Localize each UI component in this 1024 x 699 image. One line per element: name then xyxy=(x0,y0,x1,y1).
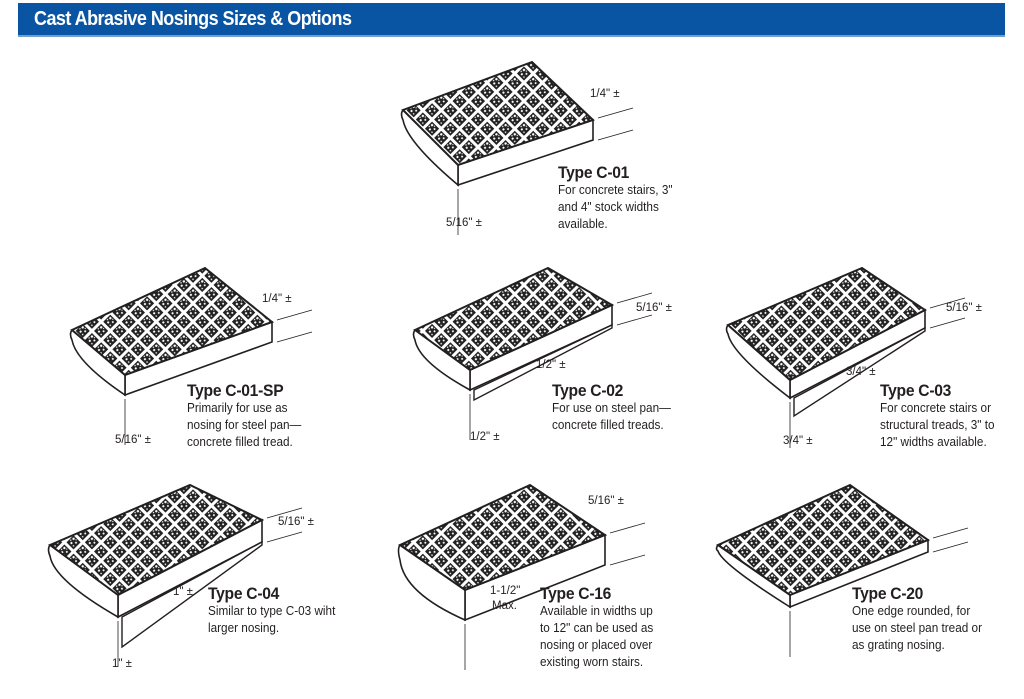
dim-label: 1/4" ± xyxy=(262,293,292,305)
product-c01-sp: Type C-01-SP Primarily for use as nosing… xyxy=(187,381,309,451)
dimension-line xyxy=(929,317,966,329)
nosing-abrasive-top xyxy=(715,483,931,597)
dim-label: 5/16" ± xyxy=(115,434,151,446)
dim-label: 5/16" ± xyxy=(446,217,482,229)
product-title: Type C-01-SP xyxy=(187,381,284,400)
product-c16: Type C-16 Available in widths up to 12" … xyxy=(540,584,661,671)
product-desc-line: nosing or placed over xyxy=(540,638,653,652)
nosing-end-face xyxy=(725,323,791,400)
dimension-line xyxy=(932,541,969,553)
product-desc-line: use on steel pan tread or xyxy=(852,621,982,635)
product-desc-line: nosing for steel pan— xyxy=(187,418,302,432)
dim-label: Max. xyxy=(492,600,517,612)
dimension-line xyxy=(597,129,634,141)
product-desc-line: concrete filled tread. xyxy=(187,435,293,449)
dim-label: 5/16" ± xyxy=(278,516,314,528)
product-c02: Type C-02 For use on steel pan— concrete… xyxy=(552,381,678,434)
product-c20: Type C-20 One edge rounded, for use on s… xyxy=(852,584,990,654)
product-title: Type C-16 xyxy=(540,584,612,603)
product-title: Type C-01 xyxy=(558,163,630,182)
product-desc-line: as grating nosing. xyxy=(852,638,945,652)
product-title: Type C-04 xyxy=(208,584,280,603)
product-title: Type C-02 xyxy=(552,381,624,400)
product-desc-line: For concrete stairs, 3" xyxy=(558,183,673,197)
dimension-line xyxy=(616,292,653,304)
product-desc-line: Similar to type C-03 wiht xyxy=(208,604,336,618)
nosing-flange xyxy=(473,323,613,402)
product-desc-line: 12" widths available. xyxy=(880,435,987,449)
dim-label: 1" ± xyxy=(173,586,193,598)
nosing-end-face xyxy=(397,543,466,622)
product-title: Type C-03 xyxy=(880,381,952,400)
nosing-abrasive-top xyxy=(726,266,927,382)
product-c01: Type C-01 For concrete stairs, 3" and 4"… xyxy=(558,163,680,233)
nosing-flange xyxy=(121,540,263,649)
product-desc-line: Primarily for use as xyxy=(187,401,288,415)
product-desc-line: larger nosing. xyxy=(208,621,280,635)
product-desc-line: existing worn stairs. xyxy=(540,655,644,669)
dim-label: 1/2" ± xyxy=(536,359,566,371)
dimension-line xyxy=(929,297,966,309)
nosing-end-face xyxy=(715,543,791,609)
nosing-abrasive-top xyxy=(413,266,615,372)
dimension-line xyxy=(609,554,646,566)
dim-label: 5/16" ± xyxy=(636,302,672,314)
nosing-abrasive-top xyxy=(401,60,595,167)
dimension-line xyxy=(276,309,313,321)
nosing-end-face xyxy=(400,108,459,187)
dim-label: 5/16" ± xyxy=(588,495,624,507)
product-desc-line: One edge rounded, for xyxy=(852,604,971,618)
dimension-line xyxy=(932,527,969,539)
dimension-line xyxy=(597,107,634,119)
product-desc-line: and 4" stock widths xyxy=(558,200,659,214)
dim-label: 1/4" ± xyxy=(590,88,620,100)
nosing-abrasive-top xyxy=(397,483,608,592)
nosing-end-face xyxy=(412,328,471,392)
product-desc-line: For concrete stairs or xyxy=(880,401,992,415)
dimension-line xyxy=(616,314,653,326)
product-desc-line: For use on steel pan— xyxy=(552,401,671,415)
dim-label: 5/16" ± xyxy=(946,302,982,314)
product-c03: Type C-03 For concrete stairs or structu… xyxy=(880,381,1002,451)
product-desc-line: available. xyxy=(558,217,608,231)
section-header: Cast Abrasive Nosings Sizes & Options xyxy=(18,3,1005,37)
section-title: Cast Abrasive Nosings Sizes & Options xyxy=(34,8,352,30)
dim-label: 1-1/2" xyxy=(490,585,521,597)
nosing-abrasive-top xyxy=(70,266,275,377)
dimension-line xyxy=(266,531,303,543)
dim-label: 3/4" ± xyxy=(846,366,876,378)
product-desc-line: Available in widths up xyxy=(540,604,653,618)
dimension-line xyxy=(609,522,646,534)
dim-label: 3/4" ± xyxy=(783,435,813,447)
product-title: Type C-20 xyxy=(852,584,924,603)
nosing-flange xyxy=(793,326,926,418)
product-c04: Type C-04 Similar to type C-03 wiht larg… xyxy=(208,584,343,637)
product-desc-line: structural treads, 3" to xyxy=(880,418,995,432)
product-desc-line: concrete filled treads. xyxy=(552,418,664,432)
dimension-line xyxy=(266,507,303,519)
product-desc-line: to 12" can be used as xyxy=(540,621,654,635)
nosing-abrasive-top xyxy=(47,483,265,597)
nosing-end-face xyxy=(69,328,126,397)
nosing-end-face xyxy=(47,543,119,619)
dimension-line xyxy=(276,331,313,343)
dim-label: 1" ± xyxy=(112,658,132,670)
dim-label: 1/2" ± xyxy=(470,431,500,443)
